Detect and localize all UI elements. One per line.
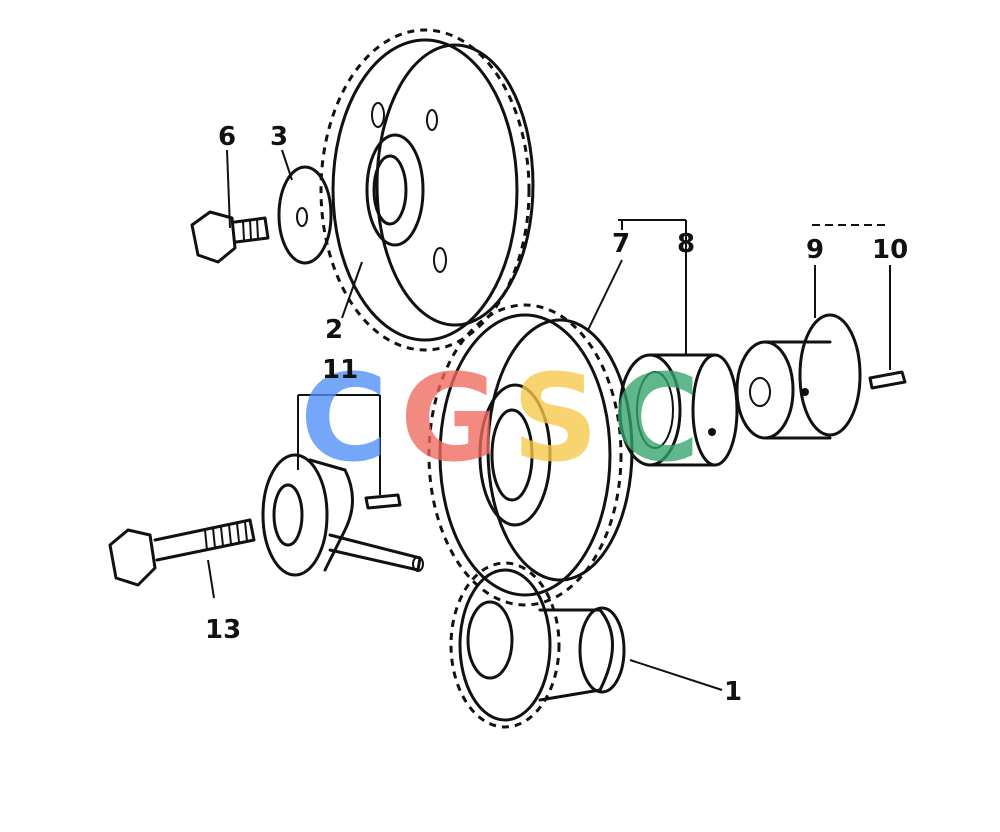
flanged-shaft [735,313,862,440]
callout-11: 11 [322,355,358,385]
callout-13: 13 [205,615,241,645]
bolt-short [190,210,270,264]
callout-9: 9 [806,235,824,265]
callout-1: 1 [724,677,742,707]
pin-right [868,370,907,390]
callout-10: 10 [872,235,908,265]
bolt-long [108,518,256,587]
middle-gear [427,303,634,607]
callout-8: 8 [677,229,695,259]
watermark-letter: G [400,350,499,489]
upper-gear [319,28,535,352]
watermark-letter: S [512,350,598,489]
bushing [618,353,739,467]
callout-6: 6 [218,122,236,152]
watermark-letter: C [300,350,388,489]
callouts: 6 3 2 7 8 9 10 11 13 1 [205,122,908,707]
watermark-letter: C [612,350,700,489]
lever-bracket [261,453,424,577]
leader-lines [207,149,891,691]
lower-gear [449,561,626,729]
watermark: C G S C [300,350,700,489]
callout-7: 7 [612,229,630,259]
washer [277,165,333,265]
callout-2: 2 [325,315,343,345]
callout-3: 3 [270,122,288,152]
